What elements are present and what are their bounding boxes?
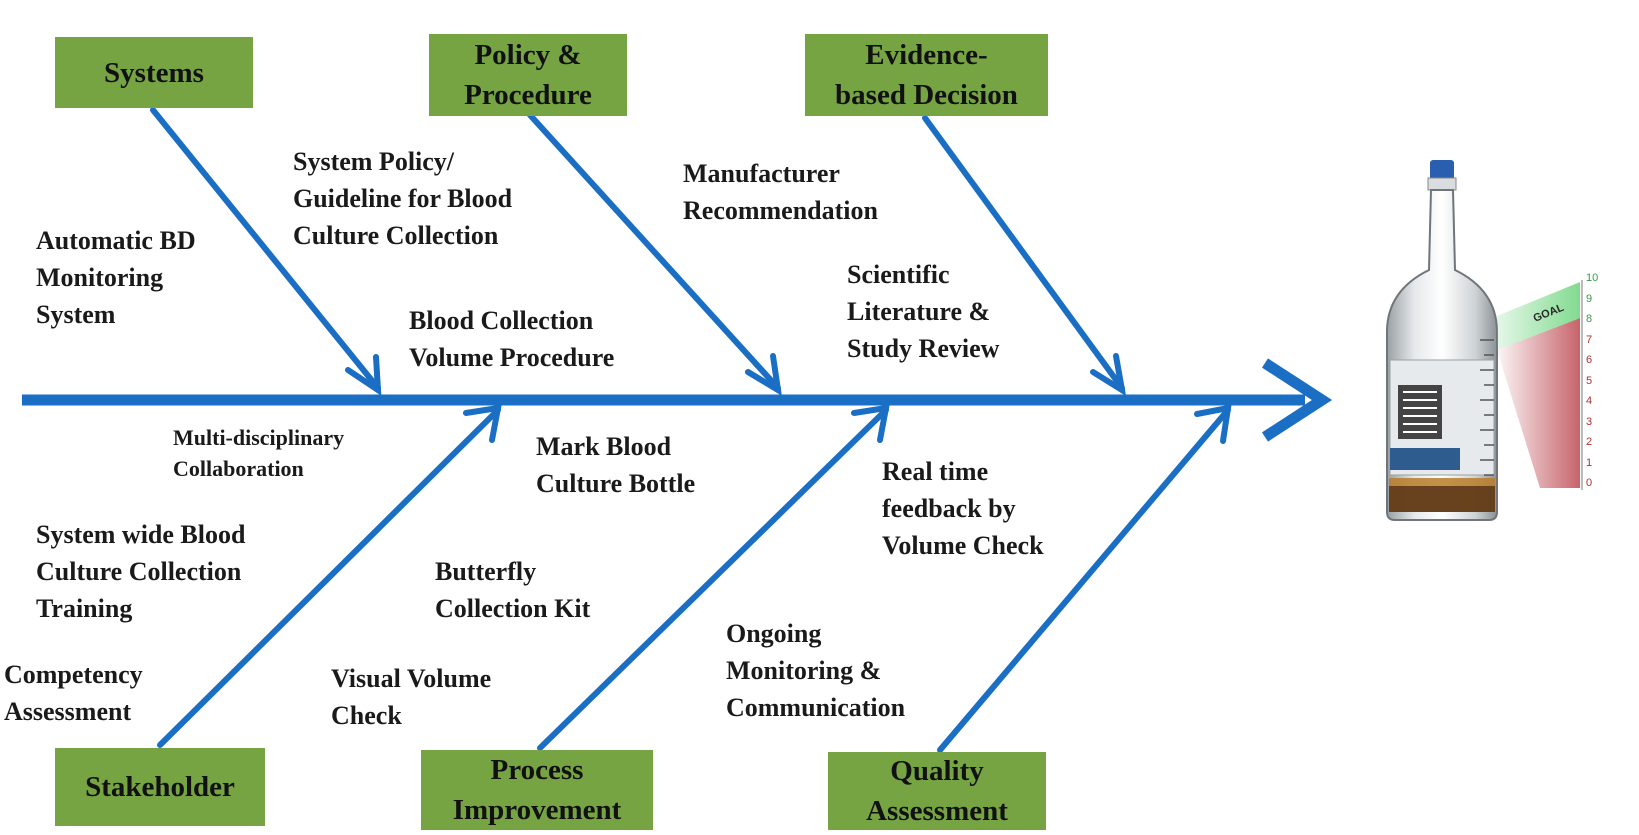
cause-line: System Policy/ [293, 147, 455, 176]
cause-line: Monitoring [36, 263, 164, 292]
cause-realtime-feedback: Real time feedback by Volume Check [882, 453, 1044, 564]
cause-line: Culture Collection [36, 557, 242, 586]
cause-line: Ongoing [726, 619, 822, 648]
cause-competency-assessment: Competency Assessment [4, 656, 143, 730]
cause-line: Monitoring & [726, 656, 882, 685]
category-label-line: based Decision [835, 79, 1018, 111]
cause-blood-collection-volume-procedure: Blood Collection Volume Procedure [409, 302, 614, 376]
gauge-goal-zone [1497, 282, 1580, 350]
category-label: Stakeholder [85, 771, 235, 803]
volume-gauge: GOAL [1497, 280, 1583, 490]
gauge-tick-label: 0 [1586, 477, 1593, 489]
cause-line: Competency [4, 660, 143, 689]
cause-line: Recommendation [683, 196, 878, 225]
bone-quality-arrowhead [1194, 404, 1232, 444]
cause-line: Volume Check [882, 531, 1044, 560]
cause-line: Automatic BD [36, 226, 196, 255]
gauge-tick-label: 5 [1586, 374, 1593, 387]
category-label-line: Evidence- [865, 39, 988, 71]
category-label-line: Assessment [866, 795, 1008, 827]
gauge-tick-label: 9 [1586, 292, 1593, 305]
cause-line: Communication [726, 693, 906, 722]
gauge-tick-label: 6 [1586, 354, 1593, 366]
category-label-line: Quality [890, 755, 984, 787]
category-stakeholder: Stakeholder [55, 748, 265, 826]
cause-line: Assessment [4, 697, 132, 726]
spine-arrowhead [1262, 358, 1333, 442]
category-label-line: Policy & [474, 39, 582, 71]
bone-policy [527, 112, 781, 391]
cause-line: Real time [882, 457, 989, 486]
bone-quality [937, 407, 1231, 753]
category-evidence-based-decision: Evidence- based Decision [805, 34, 1048, 116]
cause-line: Multi-disciplinary [173, 425, 345, 450]
bone-systems [150, 107, 381, 391]
cause-ongoing-monitoring: Ongoing Monitoring & Communication [726, 615, 905, 726]
gauge-tick-label: 4 [1586, 395, 1593, 407]
gauge-red-zone [1497, 318, 1580, 488]
cause-butterfly-collection-kit: Butterfly Collection Kit [435, 553, 590, 627]
cause-line: Culture Collection [293, 221, 499, 250]
category-quality-assessment: Quality Assessment [828, 752, 1046, 830]
cause-line: Volume Procedure [409, 343, 615, 372]
cause-line: Study Review [847, 334, 1000, 363]
gauge-tick-labels: 10 9 8 7 6 5 4 3 2 1 0 [1586, 268, 1606, 494]
gauge-tick-label: 2 [1586, 436, 1593, 448]
bone-policy-arrowhead [745, 353, 782, 396]
category-label-line: Procedure [464, 79, 592, 111]
bone-systems-arrowhead [345, 354, 382, 396]
cause-line: Scientific [847, 260, 950, 289]
cause-line: Blood Collection [409, 306, 594, 335]
cause-line: Training [36, 594, 133, 623]
category-label-line: Process [490, 754, 584, 786]
cause-line: Literature & [847, 297, 991, 326]
bone-process-arrowhead [851, 404, 890, 443]
cause-line: System wide Blood [36, 520, 246, 549]
gauge-tick-label: 7 [1586, 333, 1593, 346]
cause-scientific-literature: Scientific Literature & Study Review [847, 256, 999, 367]
cause-line: Culture Bottle [536, 469, 696, 498]
bone-stakeholder [157, 407, 501, 748]
bone-process [537, 407, 889, 751]
cause-system-wide-training: System wide Blood Culture Collection Tra… [36, 516, 245, 627]
gauge-tick-label: 3 [1586, 415, 1593, 428]
gauge-tick-label: 10 [1586, 272, 1599, 284]
cause-multidisciplinary-collaboration: Multi-disciplinary Collaboration [173, 422, 344, 484]
cause-line: System [36, 300, 116, 329]
bone-evidence [922, 115, 1125, 391]
cause-visual-volume-check: Visual Volume Check [331, 660, 491, 734]
cause-line: Collaboration [173, 456, 304, 481]
cause-line: Mark Blood [536, 432, 672, 461]
cause-line: Butterfly [435, 557, 537, 586]
cause-line: feedback by [882, 494, 1016, 523]
category-process-improvement: Process Improvement [421, 750, 653, 830]
cause-manufacturer-recommendation: Manufacturer Recommendation [683, 155, 878, 229]
cause-mark-blood-culture-bottle: Mark Blood Culture Bottle [536, 428, 695, 502]
category-policy-procedure: Policy & Procedure [429, 34, 627, 116]
cause-line: Manufacturer [683, 159, 840, 188]
gauge-tick-label: 8 [1586, 313, 1593, 325]
bone-evidence-arrowhead [1090, 353, 1127, 397]
gauge-tick-label: 1 [1586, 456, 1593, 469]
category-label-line: Improvement [452, 794, 622, 826]
cause-system-policy-guideline: System Policy/ Guideline for Blood Cultu… [293, 143, 512, 254]
category-systems: Systems [55, 37, 253, 108]
cause-line: Visual Volume [331, 664, 492, 693]
bone-stakeholder-arrowhead [463, 404, 502, 443]
blood-culture-bottle-image [1386, 160, 1498, 521]
cause-automatic-bd-monitoring: Automatic BD Monitoring System [36, 222, 196, 333]
cause-line: Guideline for Blood [293, 184, 513, 213]
cause-line: Check [331, 701, 402, 730]
cause-line: Collection Kit [435, 594, 591, 623]
category-label: Systems [104, 56, 204, 89]
